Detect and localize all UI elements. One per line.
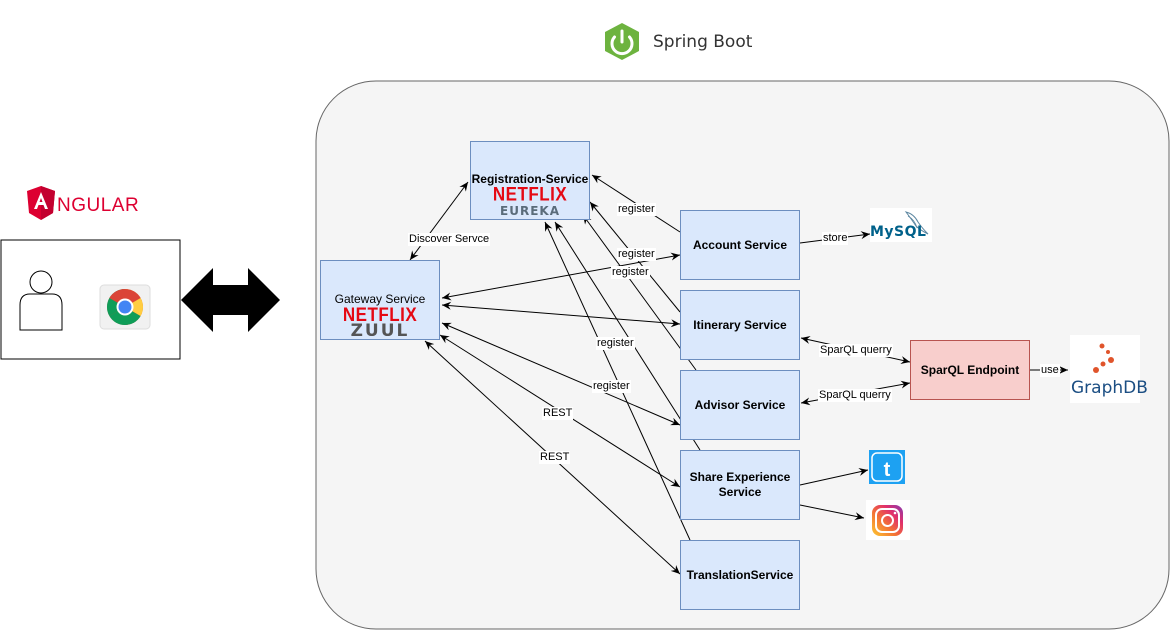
itinerary-service-label: Itinerary Service bbox=[693, 318, 787, 332]
account-service-label: Account Service bbox=[692, 238, 788, 252]
itinerary-service[interactable]: Itinerary Service bbox=[680, 290, 800, 360]
instagram-icon bbox=[866, 500, 910, 540]
zuul-logo: ZUUL bbox=[350, 321, 410, 341]
mysql-dolphin-icon bbox=[904, 211, 929, 235]
mysql-logo: MySQL bbox=[870, 208, 932, 242]
edge-label-sparql-advisor: SparQL querry bbox=[818, 389, 892, 402]
edge-gateway-itinerary bbox=[441, 301, 681, 328]
netflix-logo: NETFLIX bbox=[342, 303, 418, 326]
graphdb-logo bbox=[1070, 335, 1140, 403]
spring-boot-label: Spring Boot bbox=[653, 32, 753, 52]
sparql-endpoint[interactable]: SparQL Endpoint bbox=[910, 340, 1030, 400]
edge-share-twitter bbox=[799, 468, 869, 486]
edge-label-register-share: register bbox=[596, 337, 635, 350]
edge-share-instagram bbox=[799, 504, 865, 521]
edge-label-register-gateway-account: register bbox=[611, 266, 650, 279]
edge-label-rest-1: REST bbox=[542, 407, 574, 420]
edge-label-register-account: register bbox=[617, 203, 656, 216]
client-gateway-double-arrow bbox=[181, 268, 280, 332]
sparql-endpoint-label: SparQL Endpoint bbox=[920, 363, 1020, 377]
spring-boot-icon bbox=[605, 23, 639, 60]
eureka-logo: EUREKA bbox=[500, 204, 560, 218]
user-icon bbox=[19, 270, 63, 331]
edge-label-rest-2: REST bbox=[539, 451, 571, 464]
share-experience-service[interactable]: Share Experience Service bbox=[680, 450, 800, 520]
angular-label: NGULAR bbox=[57, 195, 140, 216]
registration-service[interactable]: Registration-Service NETFLIX EUREKA bbox=[470, 141, 590, 220]
edge-label-register-itinerary: register bbox=[617, 248, 656, 261]
gateway-service-label: Gateway Service bbox=[334, 292, 426, 306]
netflix-logo: NETFLIX bbox=[492, 183, 568, 206]
edge-label-register-advisor: register bbox=[592, 380, 631, 393]
account-service[interactable]: Account Service bbox=[680, 210, 800, 280]
edge-label-discover: Discover Servce bbox=[408, 233, 491, 246]
graphdb-label: GraphDB bbox=[1071, 378, 1148, 398]
angular-icon bbox=[27, 186, 55, 220]
translation-service-label: TranslationService bbox=[686, 568, 794, 582]
svg-text:t: t bbox=[884, 459, 891, 481]
edge-label-sparql-itinerary: SparQL querry bbox=[819, 344, 893, 357]
edge-discover bbox=[409, 181, 469, 261]
advisor-service-label: Advisor Service bbox=[694, 398, 786, 412]
share-experience-service-label: Share Experience Service bbox=[689, 470, 791, 499]
gateway-service[interactable]: Gateway Service NETFLIX ZUUL bbox=[320, 260, 440, 340]
edge-gateway-account bbox=[441, 252, 681, 301]
twitter-icon: t bbox=[869, 450, 905, 484]
translation-service[interactable]: TranslationService bbox=[680, 540, 800, 610]
registration-service-label: Registration-Service bbox=[471, 172, 589, 186]
mysql-label: MySQL bbox=[870, 224, 927, 240]
advisor-service[interactable]: Advisor Service bbox=[680, 370, 800, 440]
chrome-icon bbox=[99, 284, 151, 330]
edge-label-store: store bbox=[822, 232, 849, 245]
edge-label-use: use bbox=[1040, 364, 1060, 377]
